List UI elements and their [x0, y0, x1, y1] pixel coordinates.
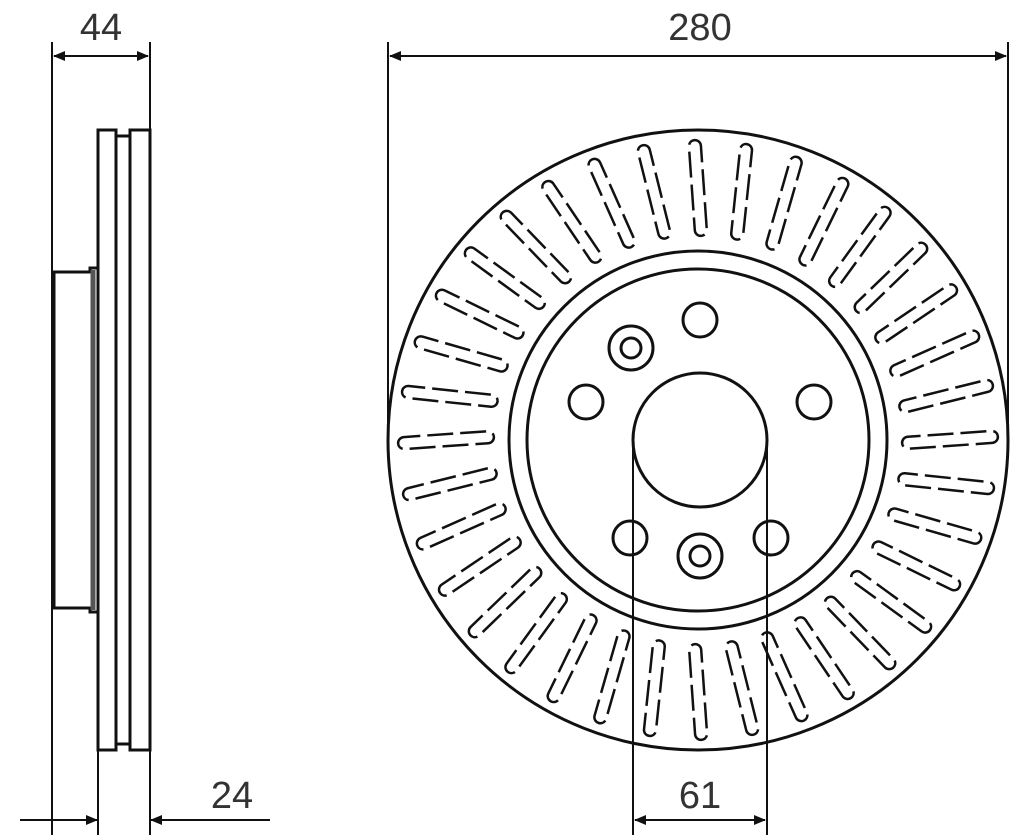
- vent-slot: [798, 176, 850, 267]
- vent-slot: [849, 569, 933, 634]
- disc-outer-edge: [386, 128, 1010, 752]
- bolt-holes: [567, 301, 833, 580]
- vent-slot: [724, 640, 760, 737]
- vent-slot: [874, 283, 959, 345]
- vent-slot: [759, 631, 809, 723]
- vent-slot: [871, 540, 962, 592]
- vent-slot: [467, 565, 543, 639]
- vent-slot: [687, 138, 709, 238]
- disc-profile: [96, 128, 152, 752]
- bolt-hole: [567, 383, 605, 421]
- bolt-hole: [752, 519, 790, 557]
- vent-slot: [587, 157, 637, 249]
- vent-slot: [541, 179, 603, 264]
- bolt-hole: [795, 383, 833, 421]
- vent-slot: [900, 429, 1000, 451]
- vent-slot: [504, 591, 569, 675]
- vent-slot: [463, 246, 547, 311]
- vent-slot: [546, 613, 598, 704]
- vent-slot: [827, 205, 892, 289]
- dimension-280: 280: [668, 7, 731, 49]
- vent-slot: [889, 329, 981, 379]
- threaded-hole: [607, 324, 655, 372]
- vent-slot: [396, 429, 496, 451]
- vent-slot: [413, 335, 509, 373]
- vent-slot: [400, 384, 499, 409]
- vent-slot: [853, 241, 929, 315]
- vent-slot: [415, 501, 507, 551]
- threaded-hole-inner: [688, 544, 712, 568]
- front-view: 280 61: [386, 7, 1010, 835]
- vent-slot: [434, 288, 525, 340]
- vent-slots: [396, 138, 1000, 742]
- bolt-hole: [611, 519, 649, 557]
- side-view: 44 24: [20, 7, 270, 835]
- hub-profile: [52, 266, 98, 614]
- vent-slot: [898, 378, 995, 414]
- friction-ring-inner-edge: [507, 249, 889, 631]
- vent-slot: [642, 639, 667, 738]
- threaded-hole-inner: [619, 336, 643, 360]
- dimension-44: 44: [80, 7, 122, 49]
- vent-slot: [636, 143, 672, 240]
- bolt-hole: [681, 301, 719, 339]
- vent-slot: [765, 155, 803, 251]
- vent-slot: [687, 642, 709, 742]
- vent-slot: [793, 616, 855, 701]
- hat-edge: [525, 267, 871, 613]
- vent-slot: [729, 142, 754, 241]
- threaded-hole: [676, 532, 724, 580]
- vent-slot: [401, 466, 498, 502]
- dimension-61: 61: [679, 775, 721, 817]
- vent-slot: [593, 629, 631, 725]
- vent-slot: [897, 471, 996, 496]
- vent-slot: [887, 507, 983, 545]
- vent-slot: [437, 535, 522, 597]
- center-bore: [631, 371, 769, 509]
- vent-slot: [499, 209, 573, 285]
- dimension-24: 24: [211, 775, 253, 817]
- vent-slot: [823, 595, 897, 671]
